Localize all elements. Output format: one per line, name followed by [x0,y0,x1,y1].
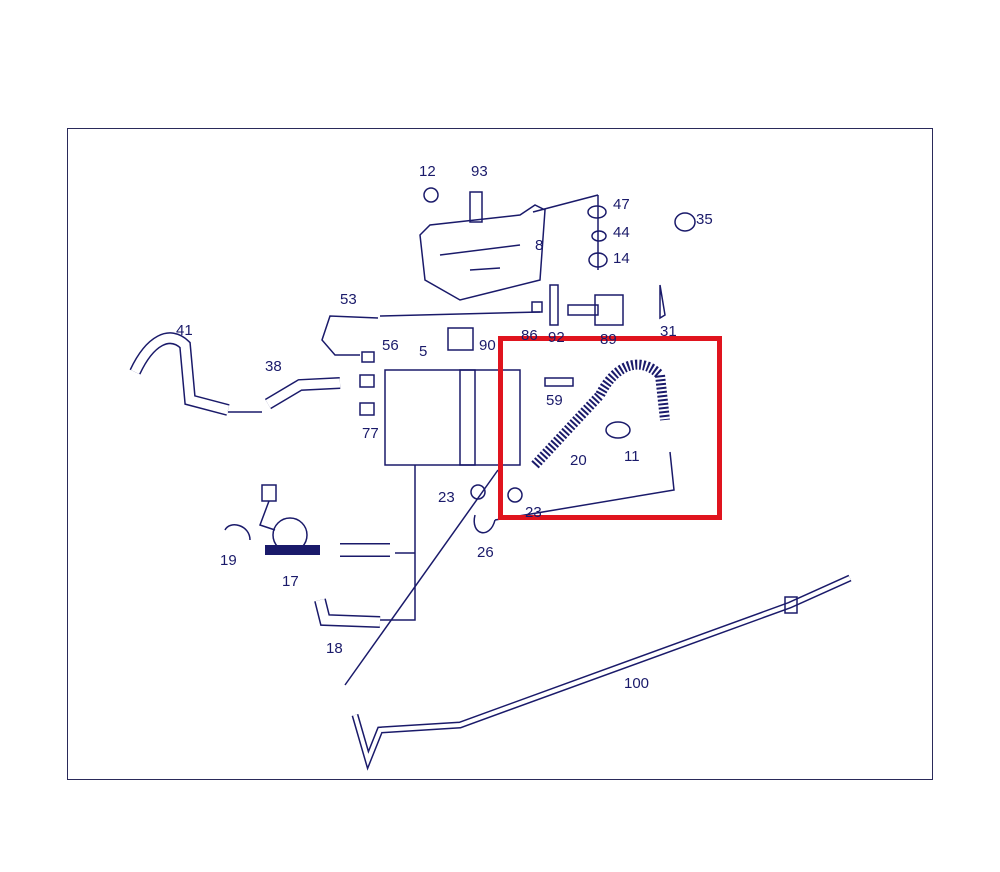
hose-part-20 [531,359,670,469]
label-19: 19 [220,552,237,569]
label-11: 11 [624,448,640,465]
label-23b: 23 [525,504,542,521]
label-5: 5 [419,343,428,360]
label-35: 35 [696,211,713,228]
grommet-part [674,212,696,232]
label-17: 17 [282,573,299,590]
label-31: 31 [660,323,677,340]
label-100: 100 [624,675,650,692]
label-20: 20 [570,452,587,469]
pipe-part-100 [351,574,852,771]
highlight-box [498,336,722,520]
label-59: 59 [546,392,563,409]
label-89: 89 [600,331,617,348]
label-77: 77 [362,425,379,442]
heater-part [384,369,476,466]
hose-part [321,315,379,356]
label-44: 44 [613,224,630,241]
label-14: 14 [613,250,630,267]
label-23: 23 [438,489,455,506]
pump-part [594,294,624,326]
label-12: 12 [419,163,436,180]
diagram-frame [67,128,933,780]
part-90 [447,327,474,351]
label-93: 93 [471,163,488,180]
label-18: 18 [326,640,343,657]
label-38: 38 [265,358,282,375]
label-41: 41 [176,322,193,339]
label-47: 47 [613,196,630,213]
label-53: 53 [340,291,357,308]
plug-part [423,187,439,203]
label-56: 56 [382,337,399,354]
label-90: 90 [479,337,496,354]
label-8: 8 [535,237,544,254]
label-92: 92 [548,329,565,346]
label-86: 86 [521,327,538,344]
bolt-part [469,191,483,223]
label-26: 26 [477,544,494,561]
bracket-part [419,204,546,301]
